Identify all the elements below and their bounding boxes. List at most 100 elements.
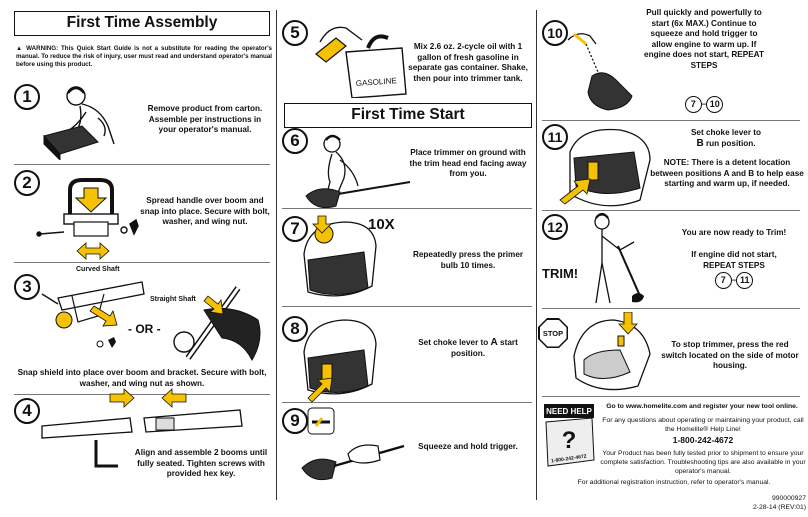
yellow-arrow-down-icon [74,187,108,213]
assembly-title: First Time Assembly [14,11,270,36]
step-9-illustration [301,407,405,481]
choke-lever-icon [321,363,333,381]
10x-badge: 10X [368,216,395,233]
step-4-illustration [41,388,243,468]
gas-can-icon [345,47,407,98]
step-12-repeat: 7–11 [694,272,774,289]
trim-head-icon [55,311,73,329]
spread-arrows-icon [76,242,110,260]
homelite-url[interactable]: www.homelite.com [625,403,688,410]
step-10-number: 10 [542,20,568,46]
yellow-arrow-up-icon [573,32,587,46]
warning-text: ▲ WARNING: This Quick Start Guide is not… [16,45,272,68]
help-phone[interactable]: 1-800-242-4672 [672,435,734,445]
stop-illustration [573,312,651,391]
shield-icon [203,307,261,362]
right-column: 10 Pull quickly and powerfully to start … [534,0,808,517]
shield-bracket [57,281,145,311]
step-11-illustration [559,128,651,207]
gasoline-label: GASOLINE [356,76,397,88]
step-2-number: 2 [14,170,40,196]
person-crouching-icon [323,134,359,205]
straight-shaft-label: Straight Shaft [150,296,196,303]
yellow-arrow-icon [307,377,333,403]
help-register-line: Go to www.homelite.com and register your… [606,403,798,410]
svg-text:1-800-242-4672: 1-800-242-4672 [551,454,587,465]
person-kneeling-icon [61,86,115,151]
step-3-number: 3 [14,274,40,300]
step-5-text: Mix 2.6 oz. 2-cycle oil with 1 gallon of… [408,42,528,83]
help-registration-text: For additional registration instruction,… [577,479,771,486]
repeat-to-step-10: 10 [706,96,724,113]
step-5-illustration: GASOLINE [315,26,407,98]
hand-icon [319,26,363,43]
start-column: 5 GASOLINE Mix 2.6 oz. 2-cycle oil with … [272,0,534,517]
yellow-arrow-icon [89,305,118,327]
yellow-arrow-down-icon [618,312,638,335]
need-help-badge: NEED HELP ? 1-800-242-4672 [544,404,595,467]
handle-icon [68,178,114,220]
stop-text: To stop trimmer, press the red switch lo… [661,340,799,370]
step-10-text: Pull quickly and powerfully to start (6x… [644,8,764,70]
hex-key-icon [94,440,118,468]
oil-bottle-icon [315,37,347,63]
step-9-number: 9 [282,408,308,434]
carton-box-icon [43,125,99,160]
step-11-note: NOTE: There is a detent location between… [650,158,804,188]
pull-start-hand-icon [567,33,605,87]
person-trimming-icon [594,212,635,304]
step-8-illustration [303,319,377,403]
choke-position-b: B [696,137,704,149]
bolt-icon [36,218,139,237]
step-4-text: Align and assemble 2 booms until fully s… [134,448,268,478]
trimmer-boom [337,181,411,195]
document-code: 990000927 [771,495,806,502]
step-4-number: 4 [14,398,40,424]
step-6-text: Place trimmer on ground with the trim he… [409,148,527,178]
step-9-text: Squeeze and hold trigger. [418,442,518,451]
repeat-to-step-11: 11 [736,272,754,289]
help-line: For any questions about operating or mai… [602,417,804,433]
assembly-column: First Time Assembly ▲ WARNING: This Quic… [0,0,272,517]
choke-lever-icon [587,161,599,181]
curved-shaft-label: Curved Shaft [76,266,120,273]
engine-housing-icon [305,188,341,209]
svg-text:NEED HELP: NEED HELP [546,407,592,416]
step-1-text: Remove product from carton. Assemble per… [147,104,263,134]
question-mark-icon: ? [562,427,577,454]
yellow-arrow-right-icon [109,388,135,408]
step-7-illustration [303,215,377,297]
step-8-text: Set choke lever to A start position. [418,337,518,358]
step-7-number: 7 [282,216,308,242]
step-11-number: 11 [542,124,568,150]
trimmer-boom [617,245,641,297]
step-6-illustration [305,134,411,209]
step-10-illustration [567,32,633,111]
stop-sign-icon: STOP [538,318,568,348]
or-label: - OR - [128,322,161,336]
stop-switch-icon [617,335,625,347]
choke-position-a: A [490,337,498,348]
help-tested-text: Your Product has been fully tested prior… [600,450,806,475]
step-2-text: Spread handle over boom and snap into pl… [140,196,270,226]
start-title: First Time Start [284,103,532,128]
step-2-illustration [36,178,139,260]
yellow-arrow-down-icon [312,215,332,234]
trim-head-icon [173,331,195,353]
step-1-number: 1 [14,84,40,110]
yellow-arrow-left-icon [161,388,187,408]
step-12-text-2: If engine did not start, REPEAT STEPS [691,250,777,270]
step-12-illustration [594,212,644,304]
step-6-number: 6 [282,128,308,154]
engine-housing-icon [301,458,337,481]
hand-icon [347,444,381,464]
yellow-arrow-icon [203,295,224,315]
engine-housing-icon [587,72,633,111]
step-10-repeat: 7–10 [664,96,744,113]
step-1-illustration [43,86,115,160]
yellow-arrow-icon [559,178,591,205]
document-date: 2-28-14 (REV:01) [752,504,806,511]
step-3-text: Snap shield into place over boom and bra… [17,368,267,388]
step-5-number: 5 [282,20,308,46]
